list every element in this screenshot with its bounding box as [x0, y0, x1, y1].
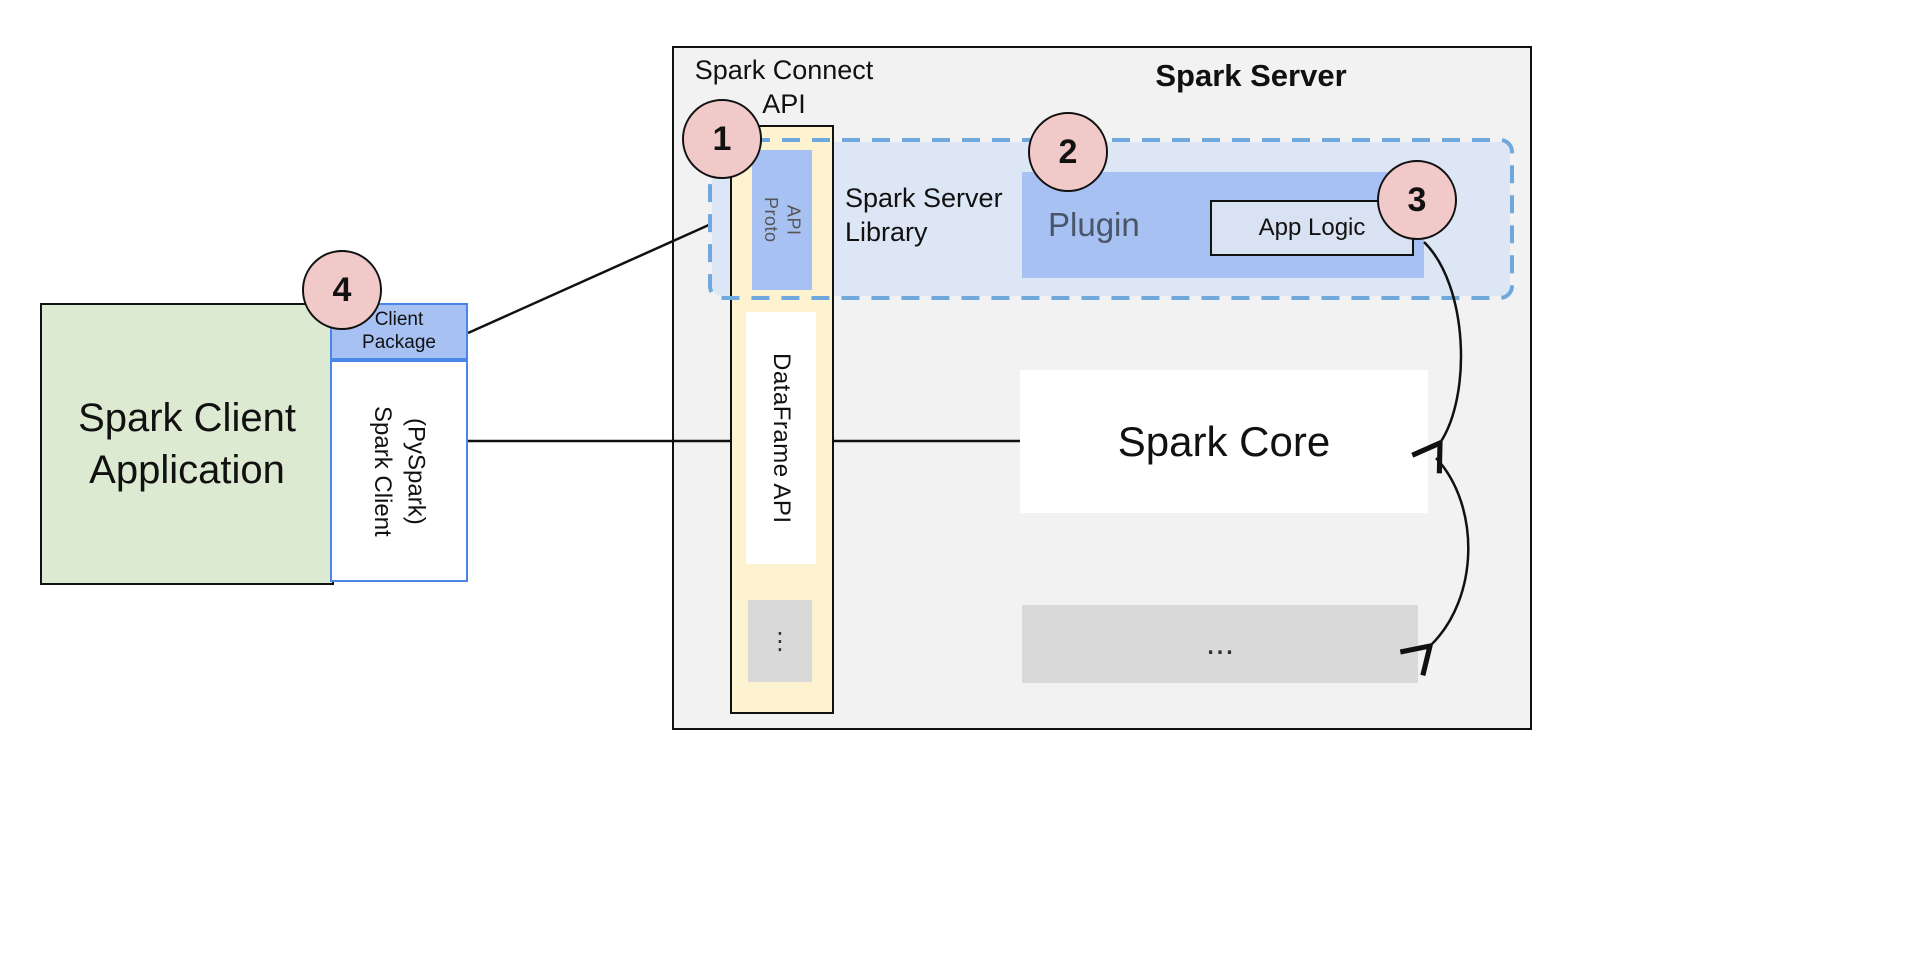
badge-2-plugin: 2: [1028, 112, 1108, 192]
app-logic-label: App Logic: [1258, 214, 1366, 241]
badge-4-client-package: 4: [302, 250, 382, 330]
client-package-label: Client Package: [362, 308, 436, 353]
api-column-ellipsis: ⋮: [768, 627, 792, 655]
spark-client-pyspark-label: Spark Client (PySpark): [369, 405, 430, 537]
badge-1-proto-api: 1: [682, 99, 762, 179]
spark-client-application-box: Spark Client Application: [40, 303, 334, 585]
api-column-more-box: ⋮: [748, 600, 812, 682]
proto-api-box: Proto API: [752, 150, 812, 290]
spark-core-box: Spark Core: [1020, 370, 1428, 513]
proto-api-label: Proto API: [761, 197, 804, 243]
badge-3-app-logic: 3: [1377, 160, 1457, 240]
server-more-ellipsis: ...: [1205, 624, 1235, 663]
spark-connect-api-label: Spark Connect API: [694, 55, 874, 119]
dataframe-api-label: DataFrame API: [768, 352, 795, 524]
spark-core-label: Spark Core: [1117, 417, 1331, 465]
dataframe-api-box: DataFrame API: [746, 312, 816, 564]
server-title: Spark Server: [1155, 58, 1347, 93]
spark-client-application-label: Spark Client Application: [78, 396, 296, 492]
spark-client-pyspark-box: Spark Client (PySpark): [330, 360, 468, 582]
plugin-label: Plugin: [1048, 206, 1140, 243]
server-more-box: ...: [1022, 605, 1418, 683]
spark-server-library-label: Spark Server Library: [845, 183, 1003, 247]
